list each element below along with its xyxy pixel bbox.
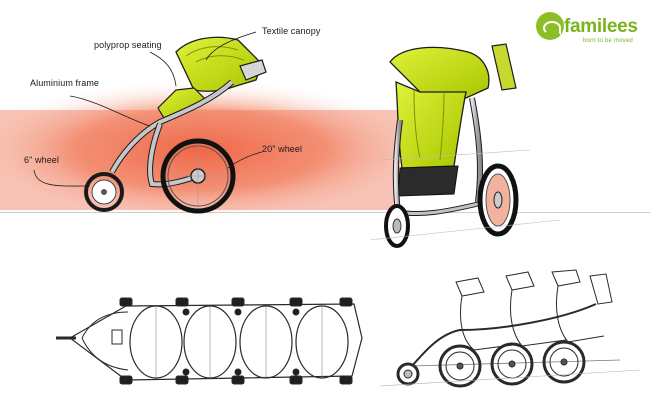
familees-logo: familees born to be moved [536,12,646,50]
callout-polyprop-seating: polyprop seating [94,40,162,50]
callout-textile-canopy: Textile canopy [262,26,321,36]
perspective-stroller [369,43,561,248]
callout-6-inch-wheel: 6" wheel [24,155,60,165]
side-view-stroller [33,31,267,214]
callout-20-inch-wheel: 20" wheel [262,144,303,154]
top-view-multi-seat [56,297,363,385]
logo-stroller-icon [536,12,564,40]
callout-aluminium-frame: Aluminium frame [30,78,100,88]
side-view-multi-seat [379,269,641,388]
brand-tagline: born to be moved [583,38,633,44]
brand-name: familees [564,16,638,37]
